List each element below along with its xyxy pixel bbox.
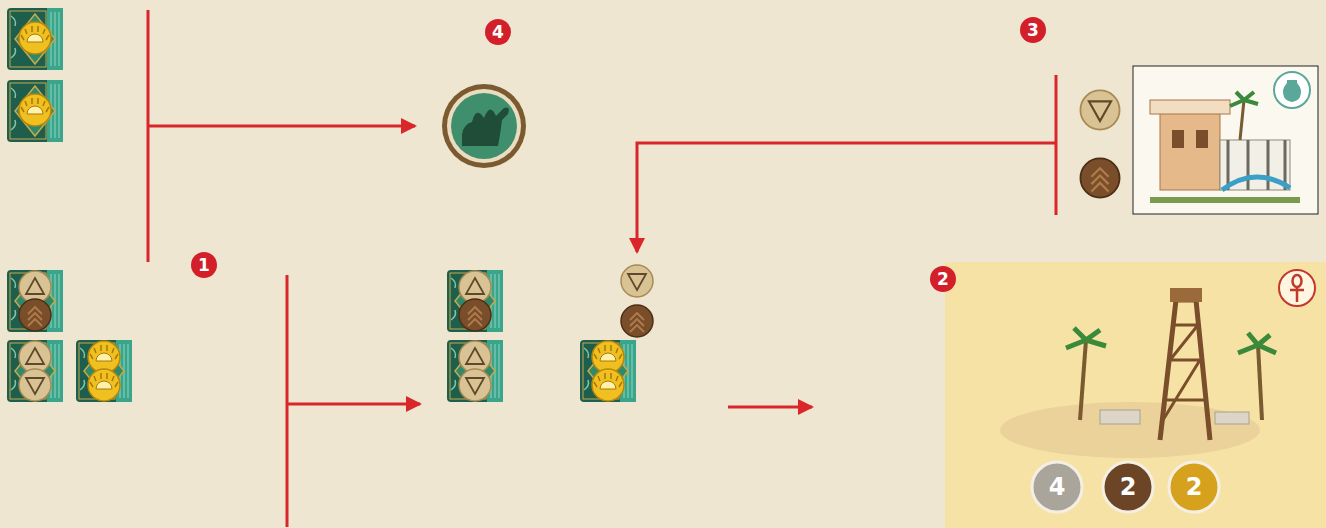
callout-holder: 2: [935, 270, 951, 289]
callout-number: 4: [492, 24, 504, 41]
bracket-arrow: [148, 10, 1056, 527]
cost-circle: 2: [1167, 460, 1221, 514]
callout-holder: 1: [196, 256, 212, 275]
camel-token: [442, 84, 526, 168]
tile-cards: [7, 8, 132, 402]
callout-number: 2: [937, 271, 949, 288]
cost-circle: 4: [1030, 460, 1084, 514]
callout-holder: 3: [1025, 21, 1041, 40]
callout-number: 1: [198, 257, 210, 274]
building-card: [945, 262, 1326, 528]
cost-circle: 2: [1101, 460, 1155, 514]
cost-number: 4: [1049, 475, 1066, 499]
callout-disc: [191, 17, 1046, 292]
callout-number: 3: [1027, 22, 1039, 39]
result-cards: [447, 265, 653, 402]
cost-number: 2: [1186, 475, 1203, 499]
cost-number: 2: [1120, 475, 1137, 499]
callout-holder: 4: [490, 23, 506, 42]
building-card: [1080, 66, 1318, 214]
